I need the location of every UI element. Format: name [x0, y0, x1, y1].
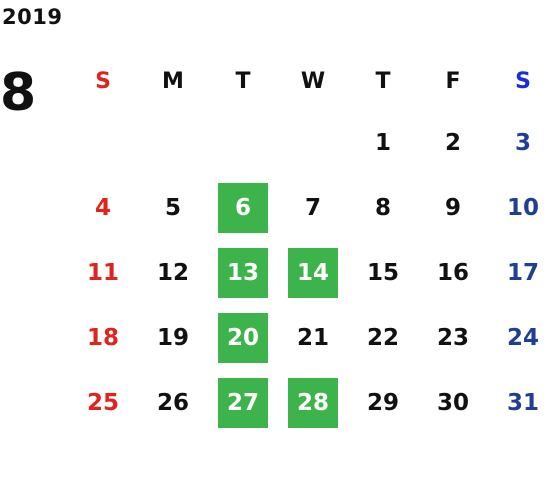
day-number: 29: [366, 390, 399, 416]
day-number: 7: [304, 195, 321, 221]
highlighted-day-number: 20: [218, 313, 268, 363]
day-cell: 23: [418, 307, 488, 369]
day-cell: 30: [418, 372, 488, 434]
day-number: 25: [86, 390, 119, 416]
day-cell: [68, 112, 138, 174]
day-cell: 7: [278, 177, 348, 239]
day-cell: 16: [418, 242, 488, 304]
day-number: 8: [374, 195, 391, 221]
day-number: 26: [156, 390, 189, 416]
week-row: 1 2 3: [68, 112, 548, 177]
day-cell: 31: [488, 372, 548, 434]
day-cell: 21: [278, 307, 348, 369]
weekday-header-wednesday: W: [300, 68, 326, 94]
day-cell: 19: [138, 307, 208, 369]
day-number: 10: [506, 195, 539, 221]
highlighted-day-cell: 6: [208, 177, 278, 239]
day-cell: [278, 112, 348, 174]
day-cell: 18: [68, 307, 138, 369]
day-number: 24: [506, 325, 539, 351]
highlighted-day-cell: 14: [278, 242, 348, 304]
weekday-header-monday: M: [162, 68, 184, 94]
day-cell: 15: [348, 242, 418, 304]
day-number: 21: [296, 325, 329, 351]
highlighted-day-cell: 13: [208, 242, 278, 304]
day-cell: 8: [348, 177, 418, 239]
day-cell: 5: [138, 177, 208, 239]
day-cell: 22: [348, 307, 418, 369]
day-number: 11: [86, 260, 119, 286]
day-number: 12: [156, 260, 189, 286]
day-cell: 10: [488, 177, 548, 239]
day-number: 5: [164, 195, 181, 221]
highlighted-day-cell: 27: [208, 372, 278, 434]
day-cell: 9: [418, 177, 488, 239]
week-row: 11 12 13 14 15 16 17: [68, 242, 548, 307]
day-number: 31: [506, 390, 539, 416]
weekday-header-thursday: T: [375, 68, 391, 94]
day-cell: 17: [488, 242, 548, 304]
day-cell: 24: [488, 307, 548, 369]
day-number: 1: [374, 130, 391, 156]
highlighted-day-cell: 28: [278, 372, 348, 434]
day-cell: 29: [348, 372, 418, 434]
day-number: 19: [156, 325, 189, 351]
day-number: 16: [436, 260, 469, 286]
day-number: 4: [94, 195, 111, 221]
weekday-header-sunday: S: [95, 68, 111, 94]
day-number: 30: [436, 390, 469, 416]
highlighted-day-cell: 20: [208, 307, 278, 369]
day-number: 2: [444, 130, 461, 156]
week-row: 18 19 20 21 22 23 24: [68, 307, 548, 372]
day-number: 9: [444, 195, 461, 221]
week-row: 25 26 27 28 29 30 31: [68, 372, 548, 437]
day-cell: 3: [488, 112, 548, 174]
day-cell: 12: [138, 242, 208, 304]
day-number: 17: [506, 260, 539, 286]
day-number: 15: [366, 260, 399, 286]
calendar-grid: S M T W T F S 1 2 3 4 5 6 7 8 9 10 11: [68, 50, 548, 437]
day-cell: 25: [68, 372, 138, 434]
weekday-header-tuesday: T: [235, 68, 251, 94]
weekday-header-friday: F: [445, 68, 461, 94]
day-cell: [208, 112, 278, 174]
day-cell: 1: [348, 112, 418, 174]
day-number: 3: [514, 130, 531, 156]
highlighted-day-number: 14: [288, 248, 338, 298]
day-cell: [138, 112, 208, 174]
weekday-header-saturday: S: [515, 68, 531, 94]
highlighted-day-number: 28: [288, 378, 338, 428]
week-row: 4 5 6 7 8 9 10: [68, 177, 548, 242]
month-number: 8: [0, 63, 37, 123]
day-cell: 2: [418, 112, 488, 174]
day-number: 22: [366, 325, 399, 351]
day-number: 18: [86, 325, 119, 351]
day-cell: 4: [68, 177, 138, 239]
day-cell: 26: [138, 372, 208, 434]
year-label: 2019: [2, 5, 63, 29]
weekday-header-row: S M T W T F S: [68, 50, 548, 112]
day-cell: 11: [68, 242, 138, 304]
highlighted-day-number: 27: [218, 378, 268, 428]
day-number: 23: [436, 325, 469, 351]
highlighted-day-number: 13: [218, 248, 268, 298]
highlighted-day-number: 6: [218, 183, 268, 233]
